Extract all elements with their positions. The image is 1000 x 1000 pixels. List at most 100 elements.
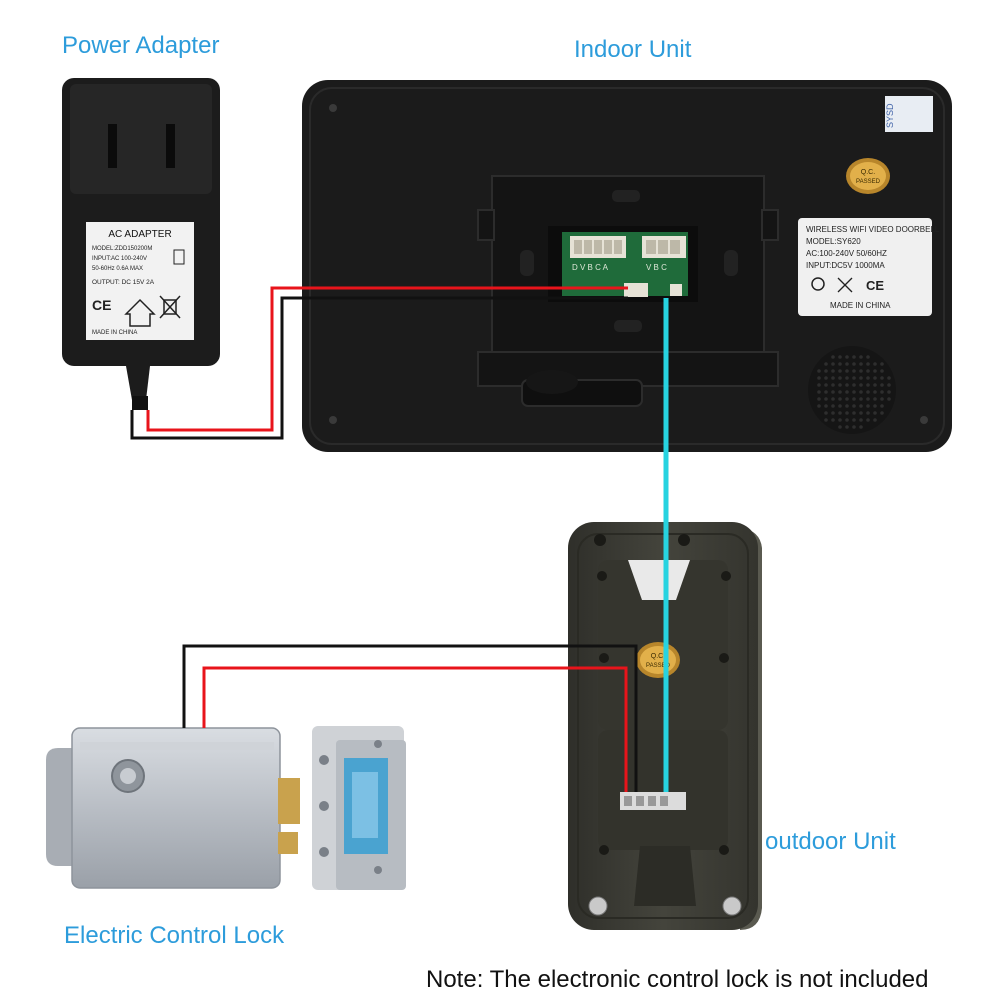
indoor-unit-label: Indoor Unit xyxy=(574,36,692,63)
indoor-unit: SYSD Q.C. PASSED WIRELESS WIFI VIDEO DOO… xyxy=(302,80,952,452)
grille-hole xyxy=(852,355,856,359)
grille-hole xyxy=(831,383,835,387)
grille-hole xyxy=(824,362,828,366)
grille-hole xyxy=(852,404,856,408)
grille-hole xyxy=(873,390,877,394)
qc-badge-outdoor: Q.C. PASSED xyxy=(636,642,680,678)
grille-hole xyxy=(887,376,891,380)
grille-hole xyxy=(873,383,877,387)
grille-hole xyxy=(880,369,884,373)
grille-hole xyxy=(852,369,856,373)
grille-hole xyxy=(838,404,842,408)
grille-hole xyxy=(859,397,863,401)
grille-hole xyxy=(824,418,828,422)
grille-hole xyxy=(873,411,877,415)
lock-strike-plate xyxy=(312,726,406,890)
grille-hole xyxy=(880,362,884,366)
grille-hole xyxy=(845,383,849,387)
adapter-label-freq: 50-60Hz 0.6A MAX xyxy=(92,266,143,272)
grille-hole xyxy=(838,397,842,401)
grille-hole xyxy=(824,383,828,387)
grille-hole xyxy=(859,362,863,366)
grille-hole xyxy=(866,362,870,366)
grille-hole xyxy=(845,425,849,429)
grille-hole xyxy=(880,383,884,387)
screw xyxy=(722,896,742,916)
note-text: Note: The electronic control lock is not… xyxy=(426,966,929,993)
grille-hole xyxy=(859,411,863,415)
indoor-label-line1: WIRELESS WIFI VIDEO DOORBELL xyxy=(806,225,940,234)
adapter-label-output: OUTPUT: DC 15V 2A xyxy=(92,279,155,286)
svg-text:Q.C.: Q.C. xyxy=(651,653,665,660)
sticker-text: SYSD xyxy=(885,103,895,128)
weee-bin-icon xyxy=(159,295,181,319)
indoor-label-line4: INPUT:DC5V 1000MA xyxy=(806,261,885,270)
grille-hole xyxy=(817,376,821,380)
house-icon xyxy=(124,298,156,327)
grille-hole xyxy=(880,404,884,408)
grille-hole xyxy=(866,369,870,373)
grille-hole xyxy=(852,418,856,422)
svg-text:PASSED: PASSED xyxy=(856,179,881,185)
grille-hole xyxy=(831,390,835,394)
plug-prong-right xyxy=(166,124,175,168)
grille-hole xyxy=(852,362,856,366)
wire-black-lock xyxy=(182,644,638,792)
power-adapter-label: Power Adapter xyxy=(62,32,220,59)
qc-badge-indoor: Q.C. PASSED xyxy=(846,158,890,194)
grille-hole xyxy=(824,369,828,373)
grille-hole xyxy=(887,397,891,401)
grille-hole xyxy=(859,383,863,387)
connector-pins-left: D V B C A xyxy=(572,263,609,272)
grille-hole xyxy=(866,397,870,401)
grille-hole xyxy=(852,376,856,380)
grille-hole xyxy=(845,355,849,359)
grille-hole xyxy=(845,397,849,401)
grille-hole xyxy=(859,418,863,422)
grille-hole xyxy=(838,355,842,359)
grille-hole xyxy=(845,376,849,380)
grille-hole xyxy=(845,362,849,366)
connector-board: D V B C A V B C xyxy=(548,226,698,302)
grille-hole xyxy=(880,411,884,415)
indoor-label-line2: MODEL:SY620 xyxy=(806,237,861,246)
grille-hole xyxy=(824,404,828,408)
grille-hole xyxy=(852,425,856,429)
grille-hole xyxy=(887,383,891,387)
grille-hole xyxy=(866,390,870,394)
grille-hole xyxy=(817,383,821,387)
power-adapter: AC ADAPTER MODEL:ZDD150200M INPUT:AC 100… xyxy=(62,78,220,410)
grille-hole xyxy=(845,411,849,415)
grille-hole xyxy=(831,418,835,422)
grille-hole xyxy=(845,369,849,373)
grille-hole xyxy=(831,362,835,366)
grille-hole xyxy=(880,397,884,401)
grille-hole xyxy=(852,383,856,387)
screw xyxy=(588,896,608,916)
grille-hole xyxy=(859,390,863,394)
grille-hole xyxy=(859,376,863,380)
connector-pins-right: V B C xyxy=(646,263,667,272)
grille-hole xyxy=(838,425,842,429)
grille-hole xyxy=(866,355,870,359)
grille-hole xyxy=(824,376,828,380)
wire-red-power xyxy=(146,286,628,432)
electric-lock xyxy=(46,726,406,890)
svg-text:PASSED: PASSED xyxy=(646,663,671,669)
grille-hole xyxy=(845,418,849,422)
svg-text:Q.C.: Q.C. xyxy=(861,169,875,176)
grille-hole xyxy=(831,369,835,373)
outdoor-unit-label: outdoor Unit xyxy=(765,828,896,855)
grille-hole xyxy=(859,369,863,373)
grille-hole xyxy=(866,411,870,415)
indoor-label-line3: AC:100-240V 50/60HZ xyxy=(806,249,887,258)
speaker-grille xyxy=(808,346,896,434)
grille-hole xyxy=(866,383,870,387)
grille-hole xyxy=(817,390,821,394)
grille-hole xyxy=(831,404,835,408)
grille-hole xyxy=(852,411,856,415)
grille-hole xyxy=(873,376,877,380)
indoor-label-ce: CE xyxy=(866,278,884,293)
grille-hole xyxy=(866,404,870,408)
grille-hole xyxy=(817,397,821,401)
